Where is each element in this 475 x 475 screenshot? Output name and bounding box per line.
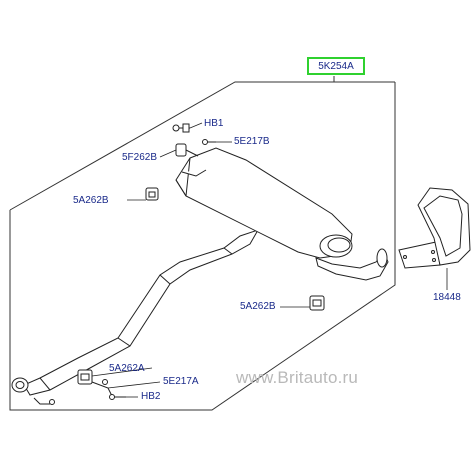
hanger-5a262a — [77, 369, 93, 385]
callout-18448[interactable]: 18448 — [433, 292, 461, 303]
heat-shield-part — [398, 187, 471, 269]
watermark-text: www.Britauto.ru — [236, 368, 359, 387]
hanger-5a262b-bottom — [309, 295, 325, 311]
callout-5f262b[interactable]: 5F262B — [122, 152, 158, 163]
front-flange — [11, 377, 55, 405]
callout-5e217a[interactable]: 5E217A — [163, 376, 199, 387]
leader-lines — [91, 122, 448, 398]
callout-5a262a[interactable]: 5A262A — [109, 363, 145, 374]
callout-hb1[interactable]: HB1 — [204, 118, 224, 129]
hanger-5f262b — [175, 143, 199, 157]
callout-5a262b-bottom[interactable]: 5A262B — [240, 301, 276, 312]
assembly-outline — [9, 76, 396, 411]
hanger-5a262b-top — [145, 187, 159, 201]
tail-pipe — [315, 248, 389, 281]
rear-muffler — [175, 147, 353, 259]
callout-5a262b-top[interactable]: 5A262B — [73, 195, 109, 206]
bolt-hb1 — [172, 123, 190, 133]
callout-5e217b[interactable]: 5E217B — [234, 136, 270, 147]
callout-hb2[interactable]: HB2 — [141, 391, 161, 402]
bolt-hb2 — [109, 394, 126, 400]
assembly-part-number-box[interactable]: 5K254A — [307, 57, 365, 75]
bolt-5e217b — [202, 139, 216, 145]
assembly-part-number: 5K254A — [318, 61, 354, 72]
